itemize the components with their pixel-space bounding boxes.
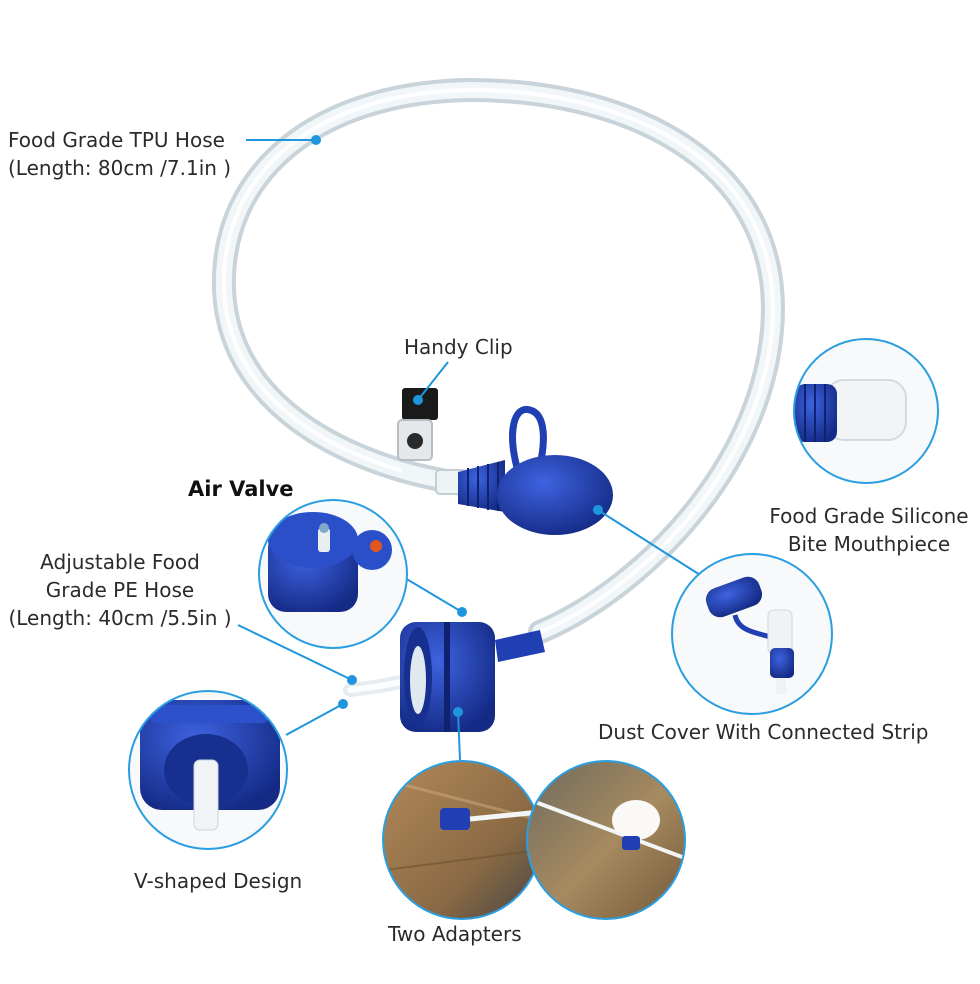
- pe-hose-label: Adjustable Food Grade PE Hose (Length: 4…: [0, 548, 240, 632]
- air-valve-inset: [258, 499, 408, 649]
- bite-valve: [458, 405, 613, 535]
- v-shaped-label: V-shaped Design: [134, 869, 303, 893]
- handy-clip-label: Handy Clip: [404, 335, 513, 359]
- leader-dots: [311, 135, 603, 717]
- adapter-photo-2: [526, 760, 686, 920]
- adapter-photo-1: [382, 760, 542, 920]
- tpu-hose-label: Food Grade TPU Hose (Length: 80cm /7.1in…: [8, 126, 231, 182]
- tpu-hose-label-line1: Food Grade TPU Hose: [8, 128, 225, 152]
- dust-cover-label: Dust Cover With Connected Strip: [598, 720, 929, 744]
- pe-hose-label-line3: (Length: 40cm /5.5in ): [8, 606, 232, 630]
- bottle-adapter: [400, 622, 545, 732]
- leader-lines: [237, 139, 709, 761]
- mouthpiece-label-line2: Bite Mouthpiece: [787, 532, 951, 556]
- two-adapters-label: Two Adapters: [388, 922, 522, 946]
- v-shaped-inset: [128, 690, 288, 850]
- pe-hose-label-line2: Grade PE Hose: [45, 578, 195, 602]
- air-valve-label: Air Valve: [188, 477, 294, 501]
- pe-hose-label-line1: Adjustable Food: [40, 550, 200, 574]
- tpu-hose: [211, 77, 785, 644]
- dust-cover-inset: [671, 553, 833, 715]
- mouthpiece-label: Food Grade Silicone Bite Mouthpiece: [762, 502, 976, 558]
- mouthpiece-inset: [793, 338, 939, 484]
- mouthpiece-label-line1: Food Grade Silicone: [769, 504, 969, 528]
- tpu-hose-label-line2: (Length: 80cm /7.1in ): [8, 156, 232, 180]
